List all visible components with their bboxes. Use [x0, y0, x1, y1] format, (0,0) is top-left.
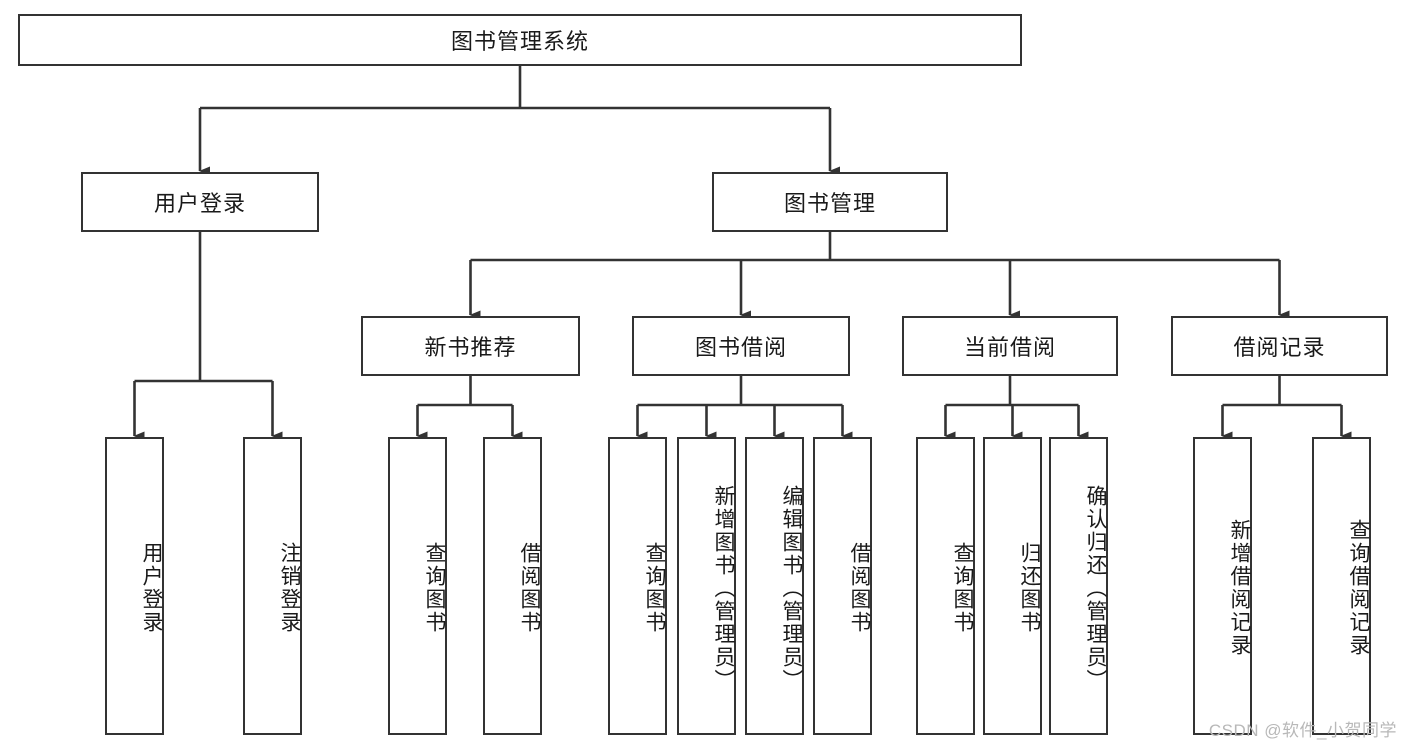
node-label: 借阅图书	[518, 542, 541, 634]
node-l10[interactable]: 归还图书	[983, 437, 1042, 735]
node-label: 查询图书	[643, 542, 666, 634]
node-label: 查询图书	[951, 542, 974, 634]
node-label: 借阅记录	[1233, 335, 1326, 360]
node-l6[interactable]: 新增图书（管理员）	[677, 437, 736, 735]
node-label: 新增借阅记录	[1228, 519, 1251, 657]
edge-paths	[133, 66, 1352, 441]
node-l12[interactable]: 新增借阅记录	[1193, 437, 1252, 735]
node-l5[interactable]: 查询图书	[608, 437, 667, 735]
node-login[interactable]: 用户登录	[81, 172, 319, 232]
node-l3[interactable]: 查询图书	[388, 437, 447, 735]
node-l9[interactable]: 查询图书	[916, 437, 975, 735]
node-label: 图书管理	[783, 191, 876, 216]
node-l8[interactable]: 借阅图书	[813, 437, 872, 735]
node-label: 注销登录	[278, 542, 301, 634]
node-borrow[interactable]: 图书借阅	[632, 316, 850, 376]
node-bookmgmt[interactable]: 图书管理	[712, 172, 948, 232]
node-l2[interactable]: 注销登录	[243, 437, 302, 735]
node-l7[interactable]: 编辑图书（管理员）	[745, 437, 804, 735]
node-label: 确认归还（管理员）	[1084, 484, 1107, 692]
node-label: 编辑图书（管理员）	[780, 484, 803, 692]
node-label: 图书借阅	[694, 335, 787, 360]
node-label: 借阅图书	[848, 542, 871, 634]
node-label: 查询借阅记录	[1347, 519, 1370, 657]
node-label: 新增图书（管理员）	[712, 484, 735, 692]
node-label: 图书管理系统	[450, 29, 589, 54]
node-label: 当前借阅	[963, 335, 1056, 360]
node-newbooks[interactable]: 新书推荐	[361, 316, 580, 376]
node-label: 新书推荐	[424, 335, 517, 360]
node-label: 查询图书	[423, 542, 446, 634]
node-l4[interactable]: 借阅图书	[483, 437, 542, 735]
node-label: 用户登录	[153, 191, 246, 216]
node-root[interactable]: 图书管理系统	[18, 14, 1022, 66]
node-l11[interactable]: 确认归还（管理员）	[1049, 437, 1108, 735]
node-l13[interactable]: 查询借阅记录	[1312, 437, 1371, 735]
node-label: 用户登录	[140, 542, 163, 634]
node-records[interactable]: 借阅记录	[1171, 316, 1388, 376]
node-current[interactable]: 当前借阅	[902, 316, 1118, 376]
watermark: CSDN @软件_小贺同学	[1208, 721, 1397, 740]
node-label: 归还图书	[1018, 542, 1041, 634]
node-l1[interactable]: 用户登录	[105, 437, 164, 735]
